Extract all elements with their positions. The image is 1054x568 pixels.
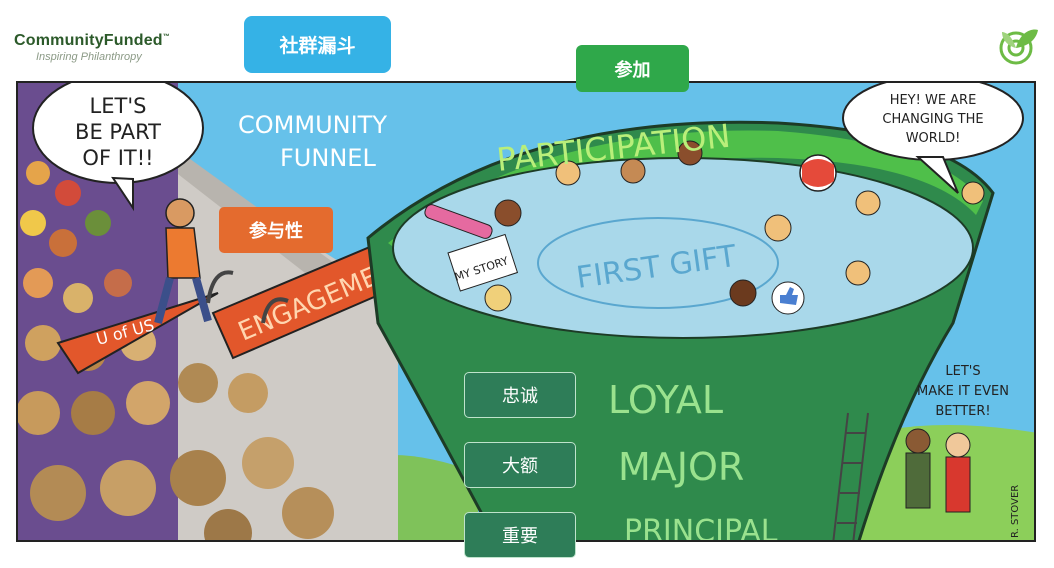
cartoon-title-line2: FUNNEL (280, 144, 376, 172)
swimmers (424, 140, 985, 312)
level-major: MAJOR (618, 445, 744, 489)
leaf-logo-icon (999, 29, 1038, 65)
logo-name: CommunityFunded (14, 32, 163, 49)
level-principal: PRINCIPAL (624, 514, 778, 542)
u-of-us-pennant (56, 292, 219, 375)
boy-cheering (154, 198, 212, 325)
bubble-right-line1: HEY! WE ARE (890, 93, 977, 108)
level-loyal: LOYAL (608, 378, 723, 422)
logo-tagline: Inspiring Philanthropy (36, 51, 142, 63)
bubble-left-line2: BE PART (75, 120, 161, 144)
bottom-caption-line1: LET'S (945, 364, 980, 379)
bubble-left-line1: LET'S (90, 94, 147, 118)
community-funnel-cartoon: U of US ENGAGEMENT (16, 81, 1036, 542)
bubble-right-line2: CHANGING THE (882, 112, 983, 127)
participation-label[interactable]: 参加 (576, 45, 689, 92)
principal-label[interactable]: 重要 (464, 512, 576, 558)
two-people (905, 428, 971, 513)
my-story-sign (447, 233, 519, 292)
bubble-right-line3: WORLD! (906, 131, 961, 146)
crowd (18, 83, 334, 540)
engagement-label[interactable]: 参与性 (219, 207, 333, 253)
loyal-label[interactable]: 忠诚 (464, 372, 576, 418)
bubble-left-line3: OF IT!! (82, 146, 153, 170)
bottom-caption-line2: MAKE IT EVEN (917, 384, 1009, 399)
logo-trademark: ™ (162, 33, 170, 41)
bottom-caption-line3: BETTER! (935, 404, 990, 419)
communityfunded-logo: CommunityFunded™ Inspiring Philanthropy (14, 32, 170, 63)
cartoon-illustration: U of US ENGAGEMENT (18, 83, 1034, 542)
community-funnel-label[interactable]: 社群漏斗 (244, 16, 391, 73)
artist-signature: R. STOVER (1010, 485, 1021, 538)
major-label[interactable]: 大额 (464, 442, 576, 488)
cartoon-title-line1: COMMUNITY (238, 111, 387, 139)
